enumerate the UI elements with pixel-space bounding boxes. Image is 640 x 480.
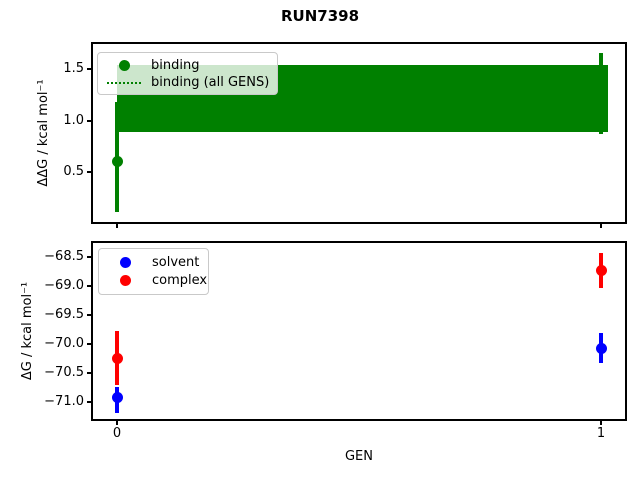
y-tick-label: 1.0 [63,113,84,128]
data-point-marker [596,343,607,354]
y-tick-mark [87,256,91,258]
x-tick-mark [600,421,602,425]
x-axis-label: GEN [344,449,373,464]
y-tick-label: −70.5 [44,365,84,380]
data-point-marker [112,392,123,403]
data-point-marker [596,265,607,276]
y-tick-label: −71.0 [44,394,84,409]
x-tick-mark [600,224,602,228]
y-tick-mark [87,285,91,287]
y-tick-mark [87,171,91,173]
figure-title: RUN7398 [280,7,360,25]
y-tick-mark [87,401,91,403]
data-point-marker [112,156,123,167]
y-tick-label: 1.5 [63,61,84,76]
y-tick-mark [87,120,91,122]
y-tick-mark [87,343,91,345]
legend-label-binding: binding [151,58,200,73]
y-tick-label: −69.0 [44,278,84,293]
dotted-line-icon [107,81,141,84]
legend-item-binding-all-gens: binding (all GENS) [106,74,269,91]
binding-dot-icon [118,60,130,71]
x-tick-label: 1 [596,426,606,441]
legend-label-binding-all-gens: binding (all GENS) [151,75,270,90]
data-point-marker [112,353,123,364]
solvent-dot-icon [119,256,131,268]
x-tick-label: 0 [112,426,122,441]
complex-dot-icon [119,274,131,286]
y-tick-mark [87,372,91,374]
legend-item-solvent: solvent [107,253,200,271]
bottom-legend: solvent complex [98,248,209,295]
legend-label-complex: complex [152,272,208,288]
legend-item-binding: binding [106,57,269,74]
y-tick-mark [87,314,91,316]
top-legend: binding binding (all GENS) [97,52,278,95]
y-tick-mark [87,68,91,70]
x-tick-mark [116,421,118,425]
y-tick-label: −70.0 [44,336,84,351]
y-tick-label: −69.5 [44,307,84,322]
y-tick-label: −68.5 [44,249,84,264]
data-point-marker [596,88,607,99]
y-tick-label: 0.5 [63,164,84,179]
legend-label-solvent: solvent [152,254,200,270]
x-tick-mark [116,224,118,228]
legend-item-complex: complex [107,271,207,289]
